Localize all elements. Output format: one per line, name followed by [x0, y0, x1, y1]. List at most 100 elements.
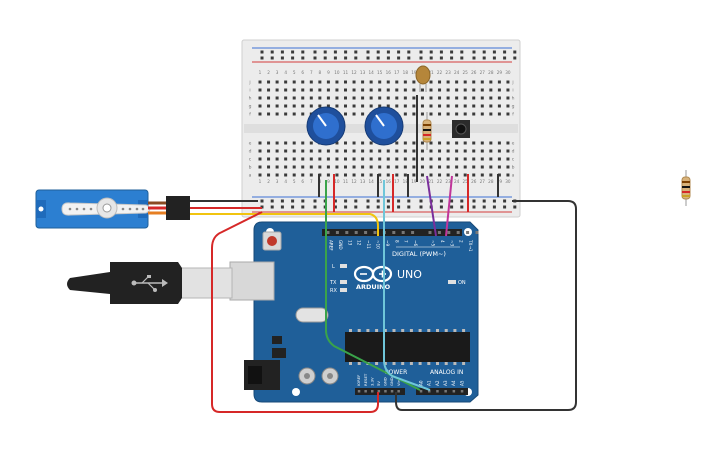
- breadboard-hole[interactable]: [489, 80, 493, 84]
- breadboard-hole[interactable]: [318, 165, 322, 169]
- breadboard-hole[interactable]: [472, 112, 476, 116]
- breadboard-hole[interactable]: [472, 80, 476, 84]
- breadboard-hole[interactable]: [292, 104, 296, 108]
- rail-hole[interactable]: [366, 205, 370, 209]
- breadboard-hole[interactable]: [301, 165, 305, 169]
- breadboard-hole[interactable]: [446, 112, 450, 116]
- breadboard-hole[interactable]: [412, 96, 416, 100]
- breadboard-hole[interactable]: [429, 173, 433, 177]
- rail-hole[interactable]: [301, 50, 305, 54]
- rail-hole[interactable]: [419, 50, 423, 54]
- rail-hole[interactable]: [482, 56, 486, 60]
- header-pin[interactable]: [436, 390, 439, 393]
- breadboard-hole[interactable]: [378, 149, 382, 153]
- breadboard-hole[interactable]: [275, 173, 279, 177]
- breadboard-hole[interactable]: [463, 104, 467, 108]
- breadboard-hole[interactable]: [497, 173, 501, 177]
- breadboard-hole[interactable]: [438, 149, 442, 153]
- breadboard-hole[interactable]: [480, 141, 484, 145]
- rail-hole[interactable]: [503, 56, 507, 60]
- header-pin[interactable]: [397, 390, 400, 393]
- pushbutton[interactable]: [452, 120, 470, 138]
- breadboard-hole[interactable]: [455, 165, 459, 169]
- breadboard-hole[interactable]: [318, 149, 322, 153]
- rail-hole[interactable]: [472, 50, 476, 54]
- breadboard-hole[interactable]: [403, 96, 407, 100]
- breadboard-hole[interactable]: [258, 165, 262, 169]
- breadboard-hole[interactable]: [378, 88, 382, 92]
- breadboard-hole[interactable]: [335, 165, 339, 169]
- breadboard-hole[interactable]: [420, 149, 424, 153]
- rail-hole[interactable]: [323, 50, 327, 54]
- breadboard-hole[interactable]: [275, 165, 279, 169]
- rail-hole[interactable]: [386, 56, 390, 60]
- breadboard-hole[interactable]: [301, 112, 305, 116]
- rail-hole[interactable]: [260, 56, 264, 60]
- breadboard-hole[interactable]: [361, 141, 365, 145]
- rail-hole[interactable]: [313, 50, 317, 54]
- rail-hole[interactable]: [513, 205, 517, 209]
- header-pin[interactable]: [384, 390, 387, 393]
- header-pin[interactable]: [364, 231, 368, 234]
- breadboard-hole[interactable]: [292, 88, 296, 92]
- header-pin[interactable]: [447, 231, 451, 234]
- breadboard-hole[interactable]: [489, 157, 493, 161]
- breadboard-hole[interactable]: [506, 80, 510, 84]
- rail-hole[interactable]: [344, 50, 348, 54]
- breadboard-hole[interactable]: [506, 88, 510, 92]
- breadboard-hole[interactable]: [378, 104, 382, 108]
- breadboard-hole[interactable]: [395, 173, 399, 177]
- breadboard-hole[interactable]: [463, 141, 467, 145]
- breadboard-hole[interactable]: [335, 157, 339, 161]
- breadboard-hole[interactable]: [275, 88, 279, 92]
- rail-hole[interactable]: [366, 50, 370, 54]
- rail-hole[interactable]: [450, 199, 454, 203]
- breadboard-hole[interactable]: [361, 165, 365, 169]
- breadboard-hole[interactable]: [309, 157, 313, 161]
- wire-purple[interactable]: [426, 175, 437, 237]
- breadboard-hole[interactable]: [292, 149, 296, 153]
- servo-motor[interactable]: [35, 189, 190, 229]
- rail-hole[interactable]: [419, 199, 423, 203]
- breadboard-hole[interactable]: [378, 165, 382, 169]
- breadboard-hole[interactable]: [258, 112, 262, 116]
- rail-hole[interactable]: [439, 50, 443, 54]
- breadboard-hole[interactable]: [301, 141, 305, 145]
- breadboard-hole[interactable]: [335, 149, 339, 153]
- breadboard-hole[interactable]: [403, 104, 407, 108]
- breadboard-hole[interactable]: [301, 157, 305, 161]
- breadboard-hole[interactable]: [395, 149, 399, 153]
- breadboard-hole[interactable]: [301, 80, 305, 84]
- breadboard-hole[interactable]: [352, 112, 356, 116]
- header-pin[interactable]: [371, 390, 374, 393]
- breadboard-hole[interactable]: [369, 149, 373, 153]
- breadboard-hole[interactable]: [403, 141, 407, 145]
- breadboard-hole[interactable]: [489, 173, 493, 177]
- breadboard-hole[interactable]: [429, 80, 433, 84]
- breadboard-hole[interactable]: [420, 141, 424, 145]
- rail-hole[interactable]: [503, 199, 507, 203]
- breadboard-hole[interactable]: [497, 157, 501, 161]
- breadboard-hole[interactable]: [352, 80, 356, 84]
- breadboard-hole[interactable]: [275, 96, 279, 100]
- breadboard-hole[interactable]: [497, 149, 501, 153]
- breadboard-hole[interactable]: [267, 173, 271, 177]
- breadboard-hole[interactable]: [267, 141, 271, 145]
- breadboard-hole[interactable]: [344, 149, 347, 153]
- breadboard-hole[interactable]: [335, 96, 339, 100]
- header-pin[interactable]: [444, 390, 447, 393]
- rail-hole[interactable]: [333, 199, 337, 203]
- rail-hole[interactable]: [397, 199, 401, 203]
- breadboard-hole[interactable]: [480, 157, 484, 161]
- breadboard-hole[interactable]: [489, 165, 493, 169]
- breadboard-hole[interactable]: [420, 88, 424, 92]
- breadboard-hole[interactable]: [361, 88, 365, 92]
- rail-hole[interactable]: [291, 56, 295, 60]
- breadboard-hole[interactable]: [446, 104, 450, 108]
- breadboard-hole[interactable]: [403, 165, 407, 169]
- breadboard-hole[interactable]: [284, 165, 288, 169]
- breadboard-hole[interactable]: [326, 80, 330, 84]
- breadboard-hole[interactable]: [318, 96, 322, 100]
- breadboard-hole[interactable]: [497, 112, 501, 116]
